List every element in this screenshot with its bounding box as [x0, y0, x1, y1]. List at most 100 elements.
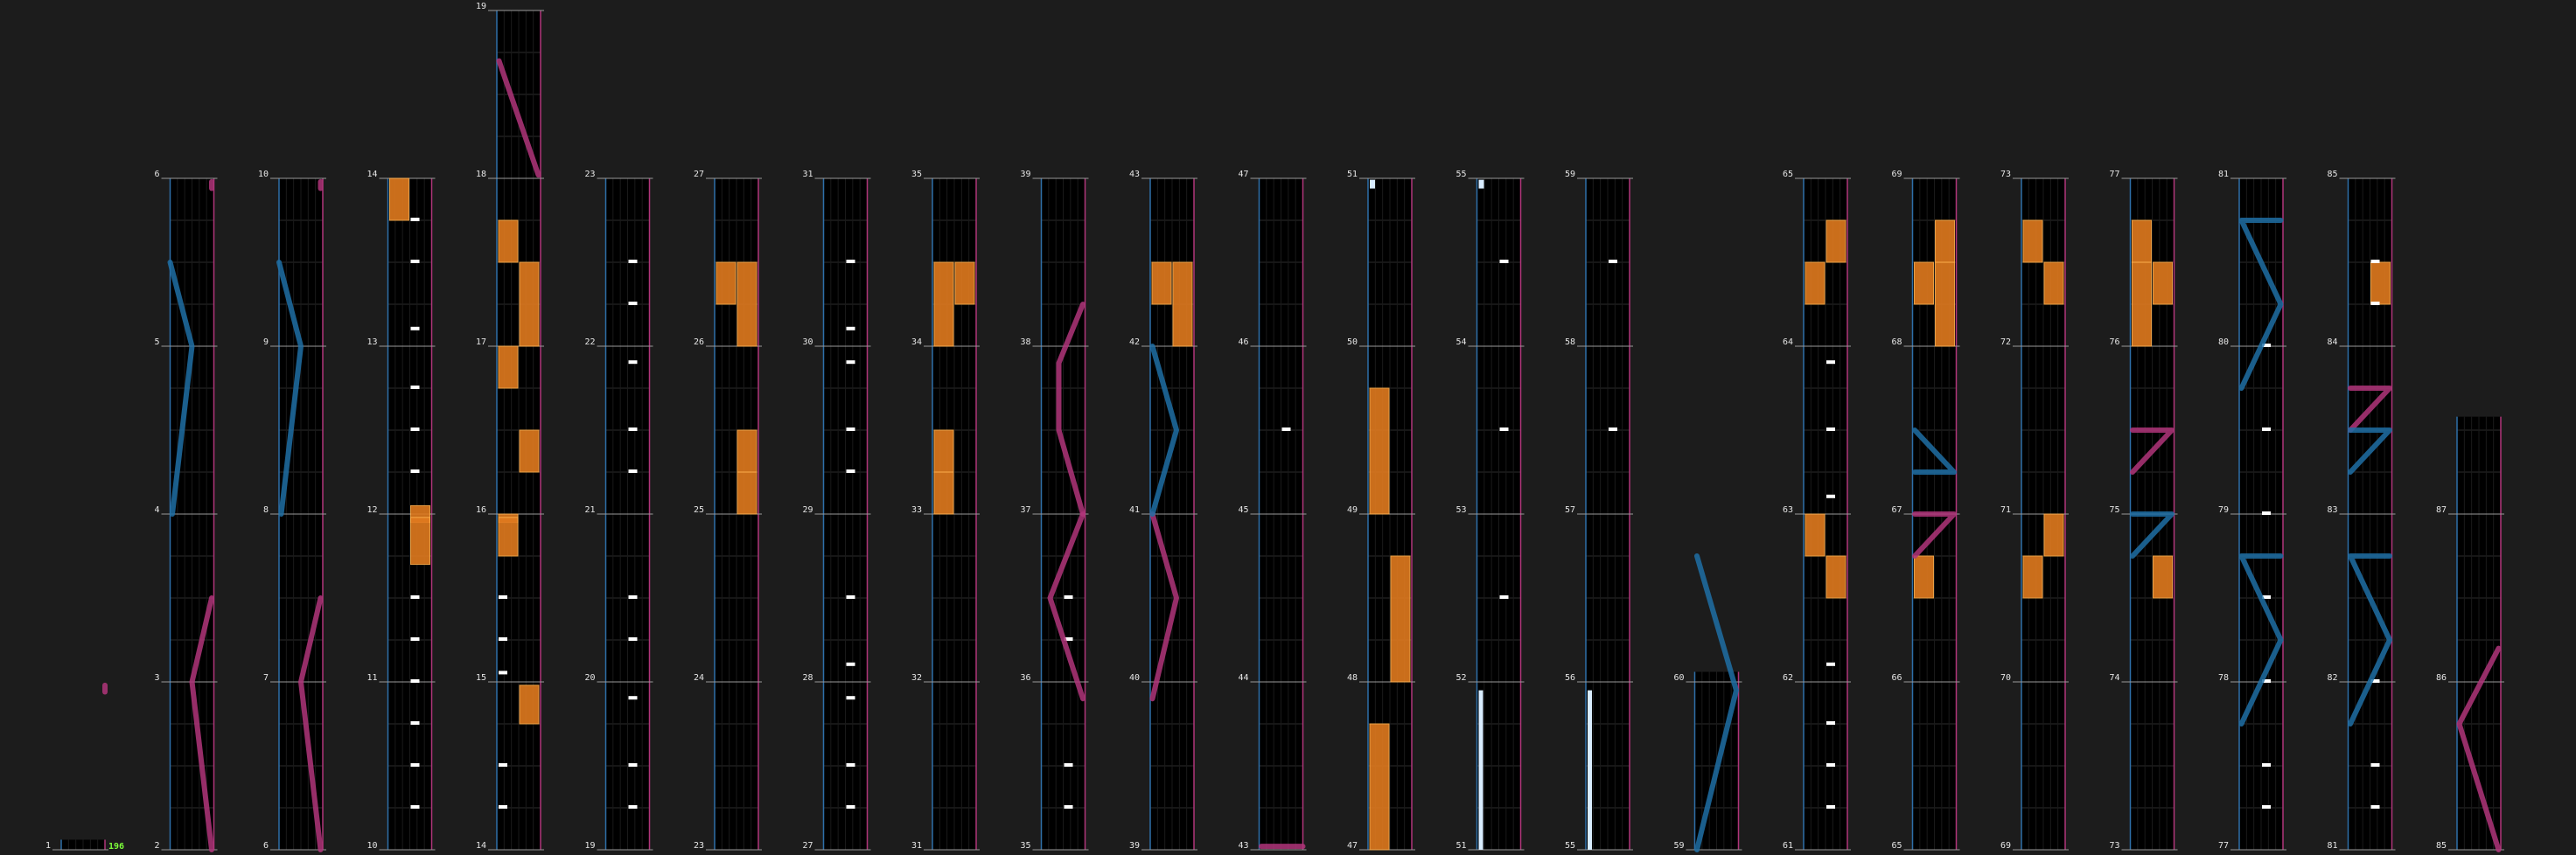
measure-number: 14	[476, 841, 486, 851]
tap-note	[1826, 360, 1835, 365]
hold-note	[2132, 219, 2152, 263]
measure-number: 65	[1891, 841, 1902, 851]
laser-path	[167, 260, 195, 517]
hold-note	[519, 429, 540, 473]
tap-note	[410, 595, 420, 599]
tap-note	[1826, 721, 1835, 725]
measure-number: 81	[2327, 841, 2337, 851]
measure-number: 80	[2218, 337, 2229, 347]
measure-number: 6	[154, 170, 159, 179]
measure-number: 70	[2000, 673, 2011, 683]
measure-number: 62	[1783, 673, 1793, 683]
hold-note	[1805, 513, 1826, 557]
laser-path	[298, 595, 324, 852]
hold-note	[1805, 261, 1826, 305]
tap-note	[628, 469, 638, 473]
measure-number: 79	[2218, 505, 2229, 515]
hold-note	[954, 261, 975, 305]
measure-number: 27	[802, 841, 813, 851]
laser-path	[2348, 428, 2392, 475]
measure-number: 82	[2327, 673, 2337, 683]
tap-note	[2370, 805, 2380, 809]
measure-number: 10	[258, 170, 269, 179]
fx-long	[1478, 690, 1483, 850]
measure-number: 51	[1456, 841, 1466, 851]
measure-number: 51	[1347, 170, 1358, 179]
laser-path	[1149, 344, 1179, 517]
measure-number: 52	[1456, 673, 1466, 683]
tap-note	[2262, 763, 2271, 767]
laser-path	[2456, 645, 2502, 852]
tap-note	[410, 763, 420, 767]
laser-path	[1149, 511, 1179, 702]
hold-note	[519, 261, 540, 347]
laser-path	[496, 58, 541, 178]
measure-number: 2	[154, 841, 159, 851]
measure-number: 6	[263, 841, 269, 851]
measure-number: 10	[367, 841, 377, 851]
laser-path	[1912, 428, 1957, 475]
measure-number: 29	[802, 505, 813, 515]
measure-number: 85	[2436, 841, 2447, 851]
tap-note	[628, 805, 638, 809]
measure-number: 13	[367, 337, 377, 347]
tap-note	[410, 679, 420, 683]
measure-number: 7	[263, 673, 269, 683]
measure-number: 40	[1129, 673, 1140, 683]
hold-note	[2153, 555, 2173, 599]
tap-note	[410, 386, 420, 389]
tap-note	[499, 805, 507, 809]
measure-number: 39	[1020, 170, 1030, 179]
tap-note	[1826, 494, 1835, 498]
tap-note	[499, 763, 507, 767]
tap-note	[628, 302, 638, 305]
measure-number: 34	[911, 337, 922, 347]
hold-note	[1390, 555, 1411, 683]
hold-note	[2043, 513, 2064, 557]
measure-number: 53	[1456, 505, 1466, 515]
measure-number: 55	[1456, 170, 1466, 179]
tap-note	[1826, 805, 1835, 809]
measure-number: 78	[2218, 673, 2229, 683]
hold-note	[2153, 261, 2173, 305]
tap-note	[846, 326, 855, 330]
measure-number: 73	[2000, 170, 2011, 179]
tap-note	[2370, 260, 2380, 263]
tap-note	[846, 428, 855, 431]
measure-number: 21	[584, 505, 595, 515]
hold-note	[1369, 387, 1390, 515]
laser-path	[2238, 218, 2284, 391]
measure-number: 17	[476, 337, 486, 347]
tap-note	[628, 696, 638, 700]
measure-number: 69	[2000, 841, 2011, 851]
hold-note	[519, 685, 540, 725]
measure-number: 42	[1129, 337, 1140, 347]
tap-note	[628, 428, 638, 431]
measure-number: 59	[1673, 841, 1684, 851]
tap-note	[1064, 805, 1073, 809]
tap-note	[2262, 428, 2271, 431]
tap-note	[2370, 302, 2380, 305]
measure-number: 43	[1129, 170, 1140, 179]
measure-number: 50	[1347, 337, 1358, 347]
tap-note	[1609, 428, 1617, 431]
measure-number: 36	[1020, 673, 1030, 683]
measure-number: 35	[1020, 841, 1030, 851]
tap-note	[846, 662, 855, 666]
measure-number: 18	[476, 170, 486, 179]
measure-number: 75	[2109, 505, 2119, 515]
measure-number: 65	[1783, 170, 1793, 179]
measure-number: 22	[584, 337, 595, 347]
tap-note	[2262, 344, 2271, 347]
tap-note	[410, 260, 420, 263]
measure-number: 59	[1565, 170, 1575, 179]
hold-note	[1826, 219, 1846, 263]
tap-note	[1499, 260, 1509, 263]
